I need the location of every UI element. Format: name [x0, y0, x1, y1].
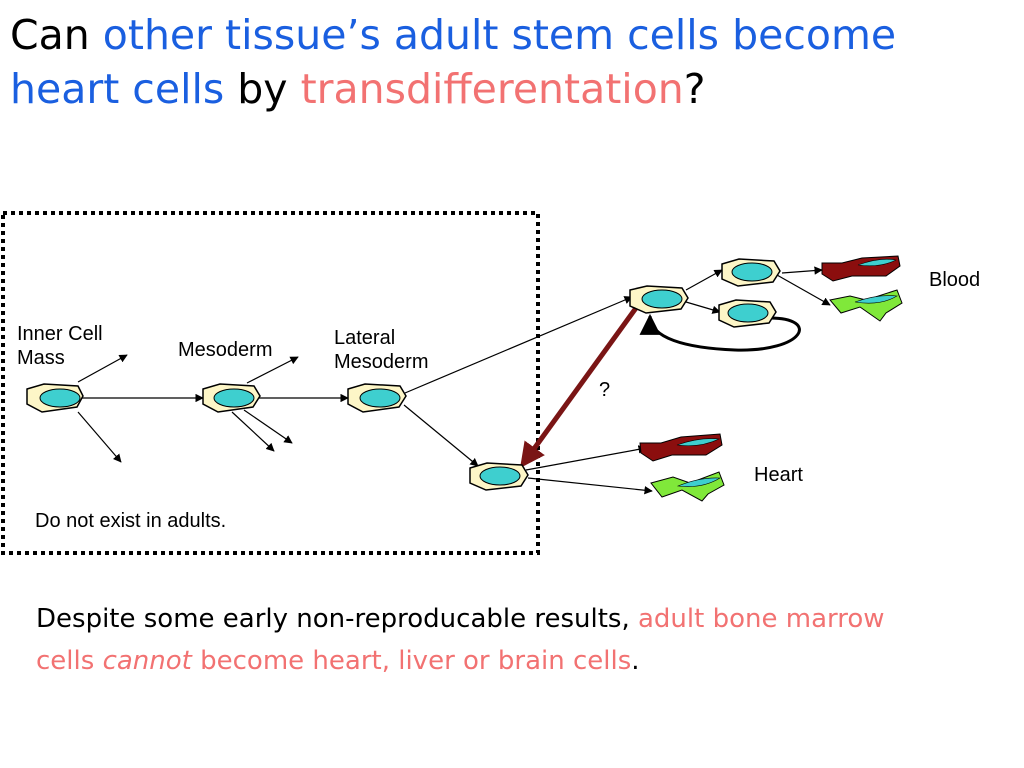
- conclusion-cell-types: become heart, liver or brain cells: [191, 646, 632, 676]
- title-question-mark: ?: [683, 65, 706, 113]
- conclusion-bone-marrow: adult bone marrow cells: [36, 604, 885, 676]
- arrow-blood-stem-to-red: [781, 266, 823, 275]
- conclusion-cannot: cannot: [102, 646, 192, 676]
- arrow-mesoderm-down-2: [243, 409, 293, 444]
- arrow-lateral-to-heart-progenitor: [403, 404, 479, 467]
- blood-red-cell: [821, 255, 901, 282]
- blood-progenitor-cell: [629, 285, 689, 314]
- conclusion-lead: Despite some early non-reproducable resu…: [36, 604, 638, 634]
- adult-absence-note: Do not exist in adults.: [35, 510, 227, 532]
- question-mark-label: ?: [599, 379, 611, 401]
- title-adult-stem-cells: other tissue’s adult stem cells become h…: [10, 11, 897, 113]
- arrow-mesoderm-down-1: [231, 411, 275, 452]
- slide-title: Can other tissue’s adult stem cells beco…: [10, 8, 1010, 116]
- mesoderm-cell: [202, 383, 261, 413]
- conclusion-text: Despite some early non-reproducable resu…: [36, 598, 936, 682]
- lineage-arrows: [77, 266, 831, 495]
- arrow-heart-progenitor-to-green: [527, 477, 653, 495]
- lateral-mesoderm-cell: [347, 383, 407, 413]
- arrow-blood-progenitor-to-stem-2: [685, 301, 721, 314]
- lateral-mesoderm-label: Lateral Mesoderm: [334, 327, 429, 373]
- title-by: by: [224, 65, 301, 113]
- inner-cell-mass-cell: [26, 383, 84, 413]
- arrow-blood-progenitor-to-stem-1: [685, 269, 723, 291]
- arrow-icm-down: [77, 411, 122, 463]
- arrow-blood-stem-to-green: [776, 274, 831, 306]
- blood-green-cell: [829, 289, 903, 322]
- inner-cell-mass-label: Inner Cell Mass: [17, 323, 103, 369]
- transdifferentiation-arrow: [520, 306, 639, 469]
- arrow-icm-up: [77, 354, 128, 383]
- blood-label: Blood: [929, 269, 981, 291]
- title-can: Can: [10, 11, 103, 59]
- heart-label: Heart: [754, 464, 803, 486]
- blood-stem-cell-lower: [718, 299, 777, 328]
- title-transdifferentation: transdifferentation: [300, 65, 684, 113]
- conclusion-period: .: [631, 646, 640, 676]
- mesoderm-label: Mesoderm: [178, 339, 273, 361]
- heart-red-cell: [639, 433, 723, 462]
- arrow-heart-progenitor-to-red: [525, 445, 647, 471]
- arrow-mesoderm-up: [246, 356, 299, 384]
- self-renewal-arrow: [639, 313, 801, 352]
- heart-green-cell: [650, 471, 725, 502]
- blood-stem-cell-upper: [721, 258, 781, 287]
- arrow-lateral-to-blood-progenitor: [404, 296, 633, 394]
- embryonic-stage-box: [1, 211, 540, 555]
- heart-progenitor-cell: [469, 462, 529, 491]
